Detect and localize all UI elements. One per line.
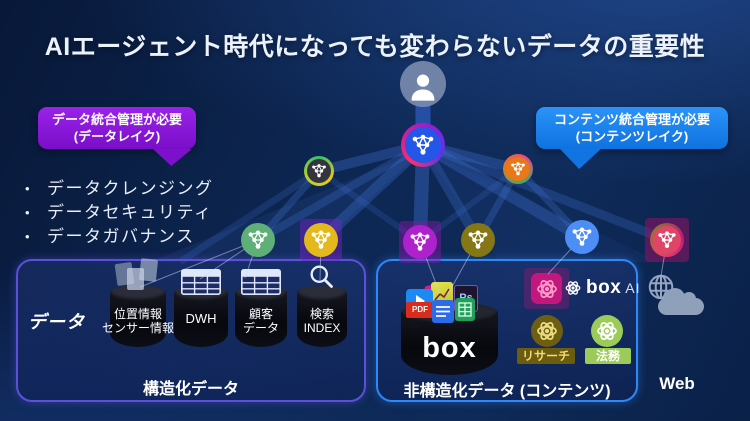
cylinder-label: 検索 INDEX <box>286 307 358 335</box>
cylinder-label: 位置情報 センサー情報 <box>98 307 179 335</box>
box-ai-suffix: AI <box>625 280 641 296</box>
table-icon <box>181 269 221 295</box>
data-governance-bullets: • データクレンジング • データセキュリティ • データガバナンス <box>25 177 214 249</box>
bullet-item: • データセキュリティ <box>25 201 214 225</box>
data-label: データ <box>28 312 85 332</box>
hub-network-node <box>401 123 445 167</box>
cylinder-location-sensor: 位置情報 センサー情報 <box>102 285 174 347</box>
slide-title: AIエージェント時代になっても変わらないデータの重要性 <box>44 33 706 61</box>
bullet-text: データクレンジング <box>47 179 214 198</box>
box-ai-brand: box <box>586 277 622 298</box>
cylinder-label: 顧客 データ <box>224 307 299 335</box>
bullet-marker: • <box>25 205 32 220</box>
unstructured-data-panel: box Ps PDF box AI <box>376 259 641 402</box>
callout-content-lake: コンテンツ統合管理が必要 (コンテンツレイク) <box>536 107 728 169</box>
box-logo: box <box>422 332 477 364</box>
pdf-label: PDF <box>412 305 428 314</box>
ai-agent-tile-magenta <box>531 273 562 304</box>
legal-badge: 法務 <box>585 348 631 364</box>
cylinder-label: DWH <box>162 312 240 326</box>
cylinder-label-line1: DWH <box>185 311 217 326</box>
grid-icon <box>458 302 472 317</box>
network-icon <box>409 231 431 253</box>
cylinder-search-index: 検索 INDEX <box>297 285 347 347</box>
network-icon <box>310 229 332 251</box>
atom-icon <box>535 319 559 343</box>
bullet-marker: • <box>25 229 32 244</box>
network-node-green <box>241 223 275 257</box>
network-icon <box>467 229 489 251</box>
structured-data-caption: 構造化データ <box>142 381 239 398</box>
atom-icon <box>595 319 619 343</box>
text-lines-icon <box>436 306 450 317</box>
research-badge: リサーチ <box>517 348 575 364</box>
callout-data-lake: データ統合管理が必要 (データレイク) <box>38 107 196 166</box>
bullet-item: • データクレンジング <box>25 177 214 201</box>
callout-content-lake-line1: コンテンツ統合管理が必要 <box>553 112 710 127</box>
cylinder-label-line1: 位置情報 <box>113 307 162 321</box>
bullet-text: データセキュリティ <box>47 203 213 222</box>
callout-content-lake-line2: (コンテンツレイク) <box>575 129 689 144</box>
cloud-icon <box>658 288 704 315</box>
network-node-olive <box>461 223 495 257</box>
cylinder-label-line1: 顧客 <box>248 307 273 321</box>
file-icon-pdf: PDF <box>406 302 434 318</box>
network-icon <box>510 161 526 177</box>
bullet-marker: • <box>25 181 32 196</box>
atom-icon <box>564 279 582 297</box>
cylinder-label-line2: データ <box>242 321 279 335</box>
network-node-yellow <box>304 223 338 257</box>
chart-line-icon <box>434 288 450 301</box>
callout-data-lake-line2: (データレイク) <box>73 129 161 144</box>
table-icon <box>241 269 281 295</box>
cylinder-label-line2: センサー情報 <box>101 321 174 335</box>
research-agent-icon <box>531 315 563 347</box>
search-icon <box>307 262 335 290</box>
network-icon <box>247 229 269 251</box>
cylinder-label-line2: INDEX <box>303 321 341 335</box>
network-node-purple <box>403 225 437 259</box>
bullet-text: データガバナンス <box>47 227 195 246</box>
atom-icon <box>535 277 559 301</box>
callout-tail <box>560 149 601 169</box>
network-node-pink <box>650 223 684 257</box>
network-node-small-right <box>503 154 533 184</box>
legal-agent-icon <box>591 315 623 347</box>
cylinder-label-line1: 検索 <box>309 307 334 321</box>
web-label: Web <box>659 374 695 393</box>
person-icon <box>407 70 439 102</box>
network-icon <box>311 163 327 179</box>
unstructured-data-caption: 非構造化データ (コンテンツ) <box>403 383 611 400</box>
file-icon-document <box>432 300 454 323</box>
network-icon <box>411 133 435 157</box>
documents-icon <box>112 258 164 295</box>
callout-tail <box>152 149 192 166</box>
network-node-blue <box>565 220 599 254</box>
bullet-item: • データガバナンス <box>25 225 214 249</box>
file-icon-spreadsheet <box>455 298 475 321</box>
network-icon <box>571 226 593 248</box>
user-avatar <box>400 61 446 107</box>
structured-data-panel: データ 位置情報 センサー情報 DWH 顧客 データ <box>16 258 366 402</box>
network-icon <box>657 230 677 250</box>
network-node-small-left <box>304 156 334 186</box>
box-ai-logo: box AI <box>564 277 641 299</box>
callout-data-lake-line1: データ統合管理が必要 <box>51 112 182 127</box>
